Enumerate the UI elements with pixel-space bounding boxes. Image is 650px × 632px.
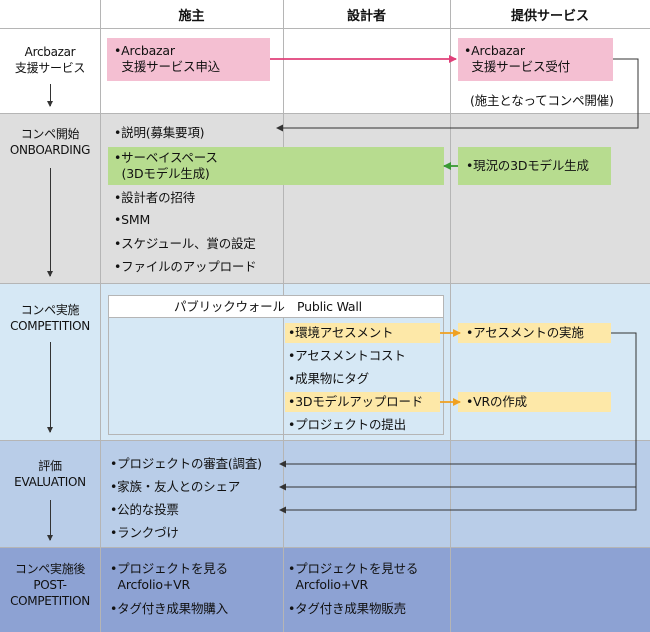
stage-line: ONBOARDING <box>9 143 91 157</box>
row-divider <box>0 28 650 29</box>
competition-designer-item: •プロジェクトの提出 <box>288 417 406 432</box>
model-upload-box <box>285 392 440 412</box>
stage-line: コンペ実施 <box>20 303 80 317</box>
post-competition-band <box>0 547 650 632</box>
stage-down-arrow <box>47 168 53 277</box>
evaluation-band <box>0 440 650 547</box>
competition-designer-item: •環境アセスメント <box>288 325 394 340</box>
competition-provider-item: •アセスメントの実施 <box>466 325 584 340</box>
stage-post-competition: コンペ実施後 POST- COMPETITION <box>0 561 100 609</box>
survey-space-box <box>108 147 444 185</box>
onboarding-item: •スケジュール、賞の設定 <box>114 236 256 251</box>
public-wall-title: パブリックウォール Public Wall <box>174 299 362 314</box>
support-apply-text: •Arcbazar 支援サービス申込 <box>114 43 220 74</box>
assessment-box <box>285 323 440 343</box>
competition-designer-item: •成果物にタグ <box>288 371 369 386</box>
stage-competition: コンペ実施 COMPETITION <box>0 302 100 334</box>
stage-line: Arcbazar <box>24 45 76 59</box>
support-apply-box <box>107 38 270 81</box>
column-divider <box>100 0 101 632</box>
header-designer: 設計者 <box>346 8 386 24</box>
stage-line: COMPETITION <box>10 594 90 608</box>
evaluation-item: •公的な投票 <box>110 502 179 517</box>
stage-line: EVALUATION <box>14 475 86 489</box>
stage-onboarding: コンペ開始 ONBOARDING <box>0 126 100 158</box>
row-divider <box>0 547 650 548</box>
model-generation-box <box>458 147 611 185</box>
column-divider <box>450 0 451 632</box>
support-accept-box <box>458 38 613 81</box>
stage-line: 支援サービス <box>14 61 86 75</box>
onboarding-item: •設計者の招待 <box>114 190 195 205</box>
support-note: (施主となってコンペ開催) <box>470 93 614 108</box>
header-provider: 提供サービス <box>510 8 589 24</box>
support-accept-text: •Arcbazar 支援サービス受付 <box>464 43 570 74</box>
post-designer-item: •タグ付き成果物販売 <box>288 601 406 616</box>
competition-designer-item: •アセスメントコスト <box>288 348 406 363</box>
stage-line: コンペ実施後 <box>14 562 86 576</box>
onboarding-item: •説明(募集要項) <box>114 125 205 140</box>
vr-creation-box <box>458 392 611 412</box>
model-generation-text: •現況の3Dモデル生成 <box>466 158 589 173</box>
row-divider <box>0 283 650 284</box>
stage-support: Arcbazar 支援サービス <box>0 44 100 76</box>
stage-line: COMPETITION <box>10 319 90 333</box>
onboarding-item: •SMM <box>114 212 151 227</box>
results-to-evaluation-arrow <box>279 332 637 468</box>
public-wall-header <box>108 295 444 318</box>
competition-provider-item: •VRの作成 <box>466 394 527 409</box>
row-divider <box>0 113 650 114</box>
onboarding-item: •ファイルのアップロード <box>114 259 257 274</box>
assessment-exec-box <box>458 323 611 343</box>
onboarding-item: •サーベイスペース (3Dモデル生成) <box>114 150 218 181</box>
support-to-onboarding-arrow <box>276 58 639 132</box>
evaluation-vote-arrow <box>279 464 637 514</box>
header-owner: 施主 <box>178 8 205 24</box>
post-owner-item: •プロジェクトを見る Arcfolio+VR <box>110 561 228 592</box>
stage-line: 評価 <box>38 459 62 473</box>
evaluation-item: •ランクづけ <box>110 525 179 540</box>
evaluation-item: •プロジェクトの審査(調査) <box>110 456 262 471</box>
stage-down-arrow <box>47 342 53 433</box>
post-owner-item: •タグ付き成果物購入 <box>110 601 228 616</box>
stage-evaluation: 評価 EVALUATION <box>0 458 100 490</box>
evaluation-item: •家族・友人とのシェア <box>110 479 241 494</box>
row-divider <box>0 440 650 441</box>
onboarding-band <box>0 113 650 283</box>
stage-line: POST- <box>33 578 67 592</box>
post-designer-item: •プロジェクトを見せる Arcfolio+VR <box>288 561 419 592</box>
stage-line: コンペ開始 <box>20 127 80 141</box>
stage-down-arrow <box>47 84 53 107</box>
stage-down-arrow <box>47 500 53 541</box>
competition-designer-item: •3Dモデルアップロード <box>288 394 424 409</box>
